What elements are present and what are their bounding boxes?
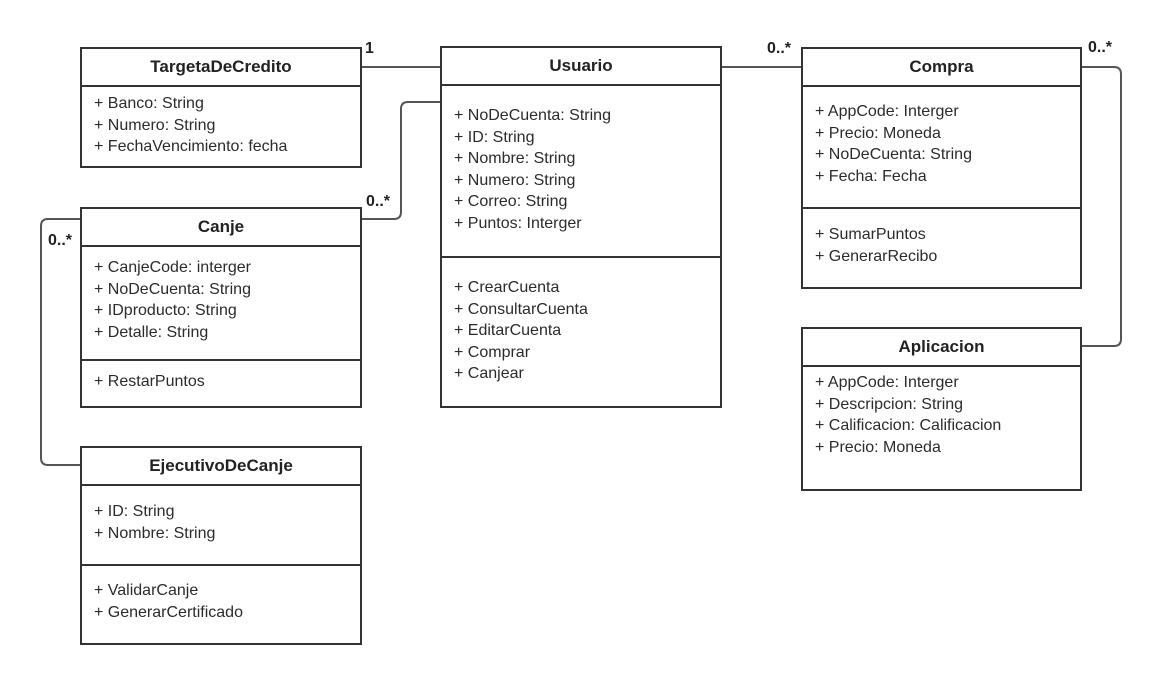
attribute: + Precio: Moneda — [815, 124, 941, 142]
attributes-section: + AppCode: Interger + Precio: Moneda + N… — [803, 87, 1080, 209]
multiplicity-compra-aplicacion: 0..* — [1088, 39, 1113, 56]
method: + ConsultarCuenta — [454, 300, 588, 318]
methods-section: + RestarPuntos — [82, 361, 360, 397]
methods-section: + SumarPuntos + GenerarRecibo — [803, 209, 1080, 271]
class-name: Canje — [82, 209, 360, 247]
methods-section: + CrearCuenta + ConsultarCuenta + Editar… — [442, 258, 720, 389]
attributes-section: + CanjeCode: interger + NoDeCuenta: Stri… — [82, 247, 360, 361]
method: + EditarCuenta — [454, 322, 562, 339]
attribute: + NoDeCuenta: String — [815, 146, 972, 163]
class-compra: Compra + AppCode: Interger + Precio: Mon… — [801, 47, 1082, 289]
methods-section: + ValidarCanje + GenerarCertificado — [82, 566, 360, 627]
association-canje-usuario — [361, 101, 441, 220]
attribute: + Precio: Moneda — [815, 438, 941, 456]
method: + GenerarRecibo — [815, 247, 938, 265]
attributes-section: + AppCode: Interger + Descripcion: Strin… — [803, 367, 1080, 462]
class-name: Compra — [803, 49, 1080, 87]
attributes-section: + Banco: String + Numero: String + Fecha… — [82, 87, 360, 162]
class-aplicacion: Aplicacion + AppCode: Interger + Descrip… — [801, 327, 1082, 491]
attribute: + AppCode: Interger — [815, 103, 959, 120]
attribute: + ID: String — [94, 503, 175, 520]
multiplicity-usuario-compra: 0..* — [767, 40, 792, 57]
class-name: Aplicacion — [803, 329, 1080, 367]
class-targeta-de-credito: TargetaDeCredito + Banco: String + Numer… — [80, 47, 362, 168]
method: + CrearCuenta — [454, 279, 560, 296]
attributes-section: + NoDeCuenta: String + ID: String + Nomb… — [442, 86, 720, 258]
attribute: + ID: String — [454, 128, 535, 146]
multiplicity-canje-usuario: 0..* — [366, 193, 391, 210]
attribute: + Calificacion: Calificacion — [815, 417, 1002, 434]
attribute: + Nombre: String — [94, 524, 216, 542]
attributes-section: + ID: String + Nombre: String — [82, 486, 360, 566]
method: + Comprar — [454, 343, 531, 361]
attribute: + Numero: String — [454, 171, 576, 189]
method: + RestarPuntos — [94, 373, 205, 390]
attribute: + Nombre: String — [454, 150, 576, 167]
attribute: + FechaVencimiento: fecha — [94, 138, 288, 155]
method: + GenerarCertificado — [94, 603, 243, 621]
class-name: TargetaDeCredito — [82, 49, 360, 87]
attribute: + NoDeCuenta: String — [454, 107, 611, 124]
association-canje-ejecutivo — [40, 218, 81, 466]
association-compra-aplicacion — [1081, 66, 1122, 347]
class-usuario: Usuario + NoDeCuenta: String + ID: Strin… — [440, 46, 722, 408]
attribute: + Correo: String — [454, 193, 568, 210]
attribute: + Banco: String — [94, 95, 204, 112]
class-ejecutivo-de-canje: EjecutivoDeCanje + ID: String + Nombre: … — [80, 446, 362, 645]
class-canje: Canje + CanjeCode: interger + NoDeCuenta… — [80, 207, 362, 408]
attribute: + Descripcion: String — [815, 395, 964, 413]
attribute: + Detalle: String — [94, 323, 209, 341]
attribute: + NoDeCuenta: String — [94, 280, 251, 298]
attribute: + Fecha: Fecha — [815, 167, 927, 185]
method: + SumarPuntos — [815, 226, 926, 243]
attribute: + CanjeCode: interger — [94, 259, 251, 276]
attribute: + IDproducto: String — [94, 302, 237, 319]
class-name: Usuario — [442, 48, 720, 86]
attribute: + Puntos: Interger — [454, 214, 582, 232]
method: + ValidarCanje — [94, 582, 199, 599]
class-name: EjecutivoDeCanje — [82, 448, 360, 486]
multiplicity-targeta-usuario: 1 — [365, 40, 374, 57]
method: + Canjear — [454, 365, 524, 382]
multiplicity-canje-ejecutivo: 0..* — [48, 232, 73, 249]
attribute: + AppCode: Interger — [815, 374, 959, 391]
attribute: + Numero: String — [94, 116, 216, 134]
